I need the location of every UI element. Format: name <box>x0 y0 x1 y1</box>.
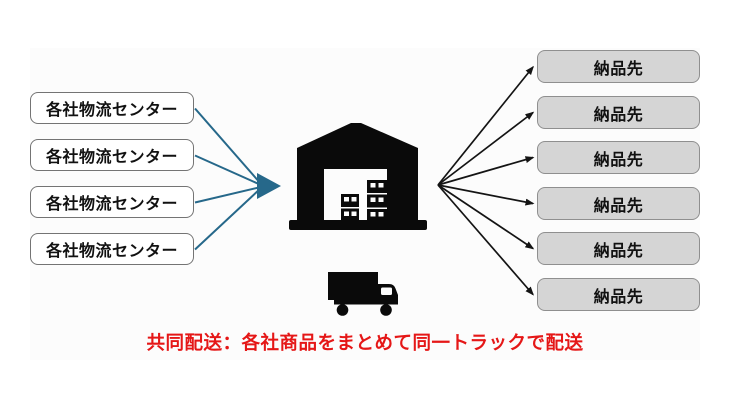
warehouse-icon <box>287 122 429 232</box>
caption-text: 共同配送：各社商品をまとめて同一トラックで配送 <box>146 332 584 353</box>
source-node: 各社物流センター <box>30 92 194 124</box>
destination-node: 納品先 <box>537 187 700 220</box>
truck-icon <box>326 270 400 317</box>
destination-node: 納品先 <box>537 50 700 83</box>
destination-node: 納品先 <box>537 232 700 265</box>
destination-node: 納品先 <box>537 96 700 129</box>
source-node: 各社物流センター <box>30 139 194 171</box>
source-node: 各社物流センター <box>30 186 194 218</box>
destination-node: 納品先 <box>537 141 700 174</box>
destination-node: 納品先 <box>537 278 700 311</box>
source-node: 各社物流センター <box>30 233 194 265</box>
